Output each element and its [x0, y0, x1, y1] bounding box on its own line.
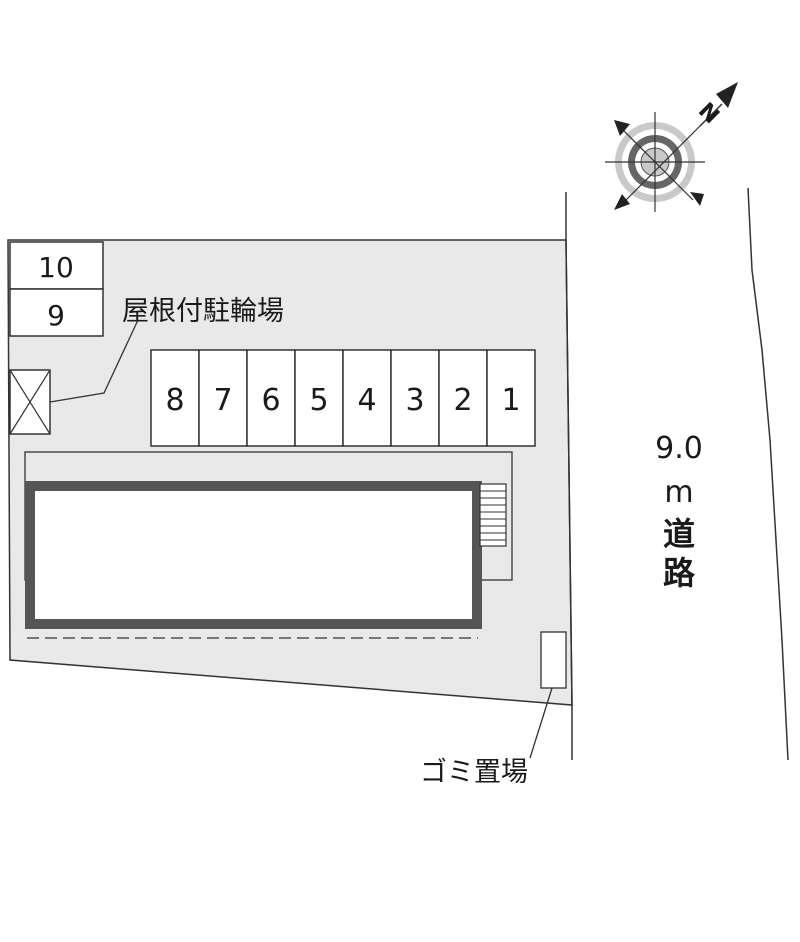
- garbage-area-label: ゴミ置場: [420, 757, 528, 788]
- garbage-area: [540, 631, 567, 689]
- parking-space-label: 8: [165, 383, 184, 418]
- bike-parking-leader-line: [49, 319, 139, 403]
- parking-space: [438, 349, 488, 447]
- parking-space-label: 4: [357, 383, 376, 418]
- parking-space-label: 1: [501, 383, 520, 418]
- parking-space-label: 6: [261, 383, 280, 418]
- parking-space-label: 7: [213, 383, 232, 418]
- road-label-char: 路: [663, 554, 696, 592]
- parking-space-label: 10: [38, 251, 74, 284]
- staircase: [479, 483, 507, 547]
- road-width-unit: m: [664, 475, 693, 510]
- parking-space-label: 9: [47, 299, 65, 332]
- road-label: 9.0 m 道 路: [655, 431, 703, 592]
- parking-space: [390, 349, 440, 447]
- road-label-char: 道: [663, 515, 695, 553]
- garbage-area-leader-line: [529, 687, 553, 759]
- north-label: N: [693, 98, 724, 129]
- parking-space: [150, 349, 200, 447]
- road-edge-left: [565, 192, 573, 760]
- parking-space-9: [9, 288, 104, 337]
- parking-space-label: 2: [453, 383, 472, 418]
- road-edge-right: [747, 187, 789, 761]
- parking-space-label: 5: [309, 383, 328, 418]
- parking-space: [246, 349, 296, 447]
- bike-parking-label: 屋根付駐輪場: [122, 296, 284, 327]
- parking-space-label: 3: [405, 383, 424, 418]
- road-width-value: 9.0: [655, 431, 703, 466]
- building: [25, 481, 482, 629]
- parking-space: [294, 349, 344, 447]
- parking-space: [198, 349, 248, 447]
- parking-space: [486, 349, 536, 447]
- north-arrow-icon: N: [605, 82, 738, 212]
